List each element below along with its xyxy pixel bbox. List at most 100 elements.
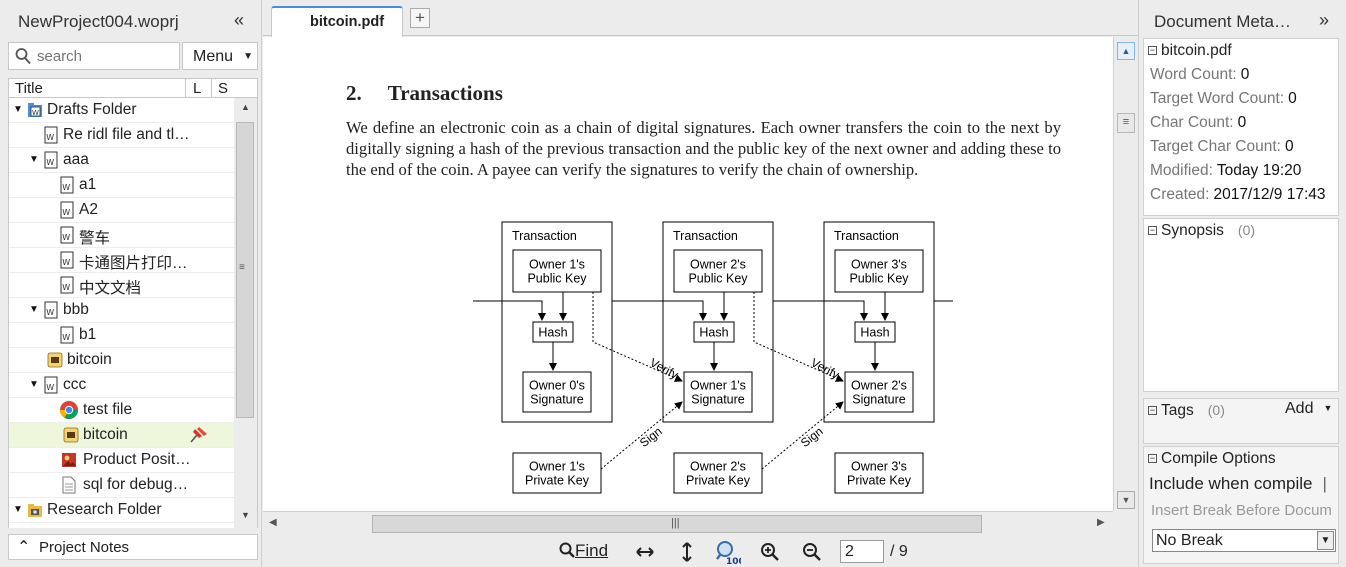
private-key-box-text: Owner 2's xyxy=(690,460,746,474)
tree-row[interactable]: Product Posit… xyxy=(9,448,234,473)
tags-header[interactable]: −Tags(0) xyxy=(1148,402,1225,419)
collapse-section-icon[interactable]: − xyxy=(1148,225,1157,235)
viewer-horizontal-scrollbar[interactable]: ◀ ||| ▶ xyxy=(263,511,1113,537)
verify-label: Verify xyxy=(809,355,842,381)
tree-row-research-folder[interactable]: ▼ Research Folder xyxy=(9,498,234,523)
expand-icon[interactable]: ▼ xyxy=(13,104,23,115)
include-when-compile-checkbox[interactable]: Include when compile| xyxy=(1149,474,1327,493)
pin-icon[interactable] xyxy=(187,425,209,445)
tree-row-label: 中文文档 xyxy=(79,280,142,297)
tree-row[interactable]: W b1 xyxy=(9,323,234,348)
tree-row-selected[interactable]: bitcoin xyxy=(9,423,234,448)
tree-row[interactable]: W 警车 xyxy=(9,223,234,248)
document-icon: W xyxy=(60,326,74,344)
signature-box xyxy=(683,371,753,413)
chrome-icon xyxy=(60,401,78,420)
scroll-up-icon[interactable]: ▲ xyxy=(241,102,250,112)
find-button[interactable]: Find xyxy=(559,541,608,563)
public-key-box xyxy=(834,249,924,293)
search-icon xyxy=(15,48,31,65)
collapse-section-icon[interactable]: − xyxy=(1148,453,1157,463)
add-tab-icon[interactable]: + xyxy=(410,8,430,28)
expand-icon[interactable]: ▼ xyxy=(29,379,39,390)
tree-row[interactable]: sql for debug… xyxy=(9,473,234,498)
image-icon xyxy=(62,453,76,467)
sign-arrow xyxy=(761,401,844,470)
tab-bitcoin-pdf[interactable]: bitcoin.pdf xyxy=(271,6,403,37)
actual-size-icon[interactable]: 100 xyxy=(715,539,741,565)
text-file-icon xyxy=(62,476,76,494)
expand-icon[interactable]: ▼ xyxy=(29,304,39,315)
tree-row[interactable]: test file xyxy=(9,398,234,423)
tree-row-label: Research Folder xyxy=(47,501,162,518)
modified-row: Modified:Today 19:20 xyxy=(1150,162,1302,179)
scroll-thumb[interactable]: ||| xyxy=(372,515,982,533)
hash-box-text: Hash xyxy=(860,326,889,340)
collapse-section-icon[interactable]: − xyxy=(1148,45,1157,55)
synopsis-textarea[interactable] xyxy=(1144,243,1338,391)
file-info-section: −bitcoin.pdf Word Count:0 Target Word Co… xyxy=(1143,38,1339,216)
document-icon: W xyxy=(44,376,58,394)
column-title[interactable]: Title xyxy=(15,80,43,97)
tree-row[interactable]: W Re ridl file and tl… xyxy=(9,123,234,148)
tree-row[interactable]: W 卡通图片打印… xyxy=(9,248,234,273)
scroll-down-icon[interactable]: ▼ xyxy=(241,510,250,520)
fit-height-icon[interactable] xyxy=(677,541,697,563)
page-number-input[interactable]: 2 xyxy=(840,540,884,563)
tree-row[interactable]: bitcoin xyxy=(9,348,234,373)
scroll-up-icon[interactable]: ▲ xyxy=(1117,42,1135,60)
compile-options-header[interactable]: −Compile Options xyxy=(1148,450,1276,467)
public-key-box-text: Owner 2's xyxy=(690,258,746,272)
search-box[interactable] xyxy=(8,42,180,70)
document-icon: W xyxy=(60,201,74,219)
tree-row-label: b1 xyxy=(79,326,97,343)
break-select[interactable]: No Break▼ xyxy=(1152,529,1336,552)
menu-button[interactable]: Menu▼ xyxy=(182,42,258,70)
tree-row-label: bitcoin xyxy=(83,426,128,443)
grip-icon: ||| xyxy=(671,517,680,529)
column-s[interactable]: S xyxy=(211,79,237,97)
scroll-thumb[interactable]: ≡ xyxy=(1117,113,1135,133)
search-input[interactable] xyxy=(37,46,177,66)
transaction-box xyxy=(662,221,774,423)
tree-row-label: Re ridl file and tl… xyxy=(63,126,190,143)
scroll-left-icon[interactable]: ◀ xyxy=(269,517,277,528)
tree-row[interactable]: W A2 xyxy=(9,198,234,223)
tree-row[interactable]: ▼ W aaa xyxy=(9,148,234,173)
private-key-box-text: Private Key xyxy=(847,474,912,488)
document-icon: W xyxy=(44,126,58,144)
fit-width-icon[interactable] xyxy=(635,541,655,563)
scroll-thumb[interactable] xyxy=(236,122,254,418)
tree-row[interactable]: W 中文文档 xyxy=(9,273,234,298)
word-count-row: Word Count:0 xyxy=(1150,66,1250,83)
tree-row[interactable]: W a1 xyxy=(9,173,234,198)
file-info-header[interactable]: −bitcoin.pdf xyxy=(1148,42,1232,60)
scroll-down-icon[interactable]: ▼ xyxy=(1117,491,1135,509)
binder-scrollbar[interactable]: ▲ ≡ ▼ xyxy=(234,98,258,528)
tags-section: −Tags(0) xyxy=(1143,398,1339,444)
tree-row[interactable]: ▼ W bbb xyxy=(9,298,234,323)
public-key-box-text: Public Key xyxy=(688,272,748,286)
tree-row-drafts-folder[interactable]: ▼ W Drafts Folder xyxy=(9,98,234,123)
add-tag-button[interactable]: Add▼ xyxy=(1285,400,1333,417)
arrow-line xyxy=(773,300,868,321)
signature-box-text: Owner 2's xyxy=(851,379,907,393)
document-icon: W xyxy=(44,301,58,319)
collapse-section-icon[interactable]: − xyxy=(1148,405,1157,415)
expand-icon[interactable]: ▼ xyxy=(29,154,39,165)
zoom-in-icon[interactable] xyxy=(760,541,780,563)
viewer-vertical-scrollbar[interactable]: ▲ ≡ ▼ xyxy=(1113,37,1138,511)
zoom-out-icon[interactable] xyxy=(802,541,822,563)
pdf-viewer[interactable]: 2.Transactions We define an electronic c… xyxy=(263,37,1113,511)
project-notes-bar[interactable]: ⌃ Project Notes xyxy=(8,534,258,560)
synopsis-header[interactable]: −Synopsis(0) xyxy=(1148,222,1256,239)
expand-icon[interactable]: ▼ xyxy=(13,504,23,515)
tree-row[interactable]: ▼ W ccc xyxy=(9,373,234,398)
project-title: NewProject004.woprj xyxy=(18,12,179,31)
collapse-left-icon[interactable]: « xyxy=(234,10,245,30)
target-char-count-row: Target Char Count:0 xyxy=(1150,138,1294,155)
collapse-right-icon[interactable]: » xyxy=(1319,10,1330,30)
column-l[interactable]: L xyxy=(185,79,211,97)
pdf-paragraph: We define an electronic coin as a chain … xyxy=(346,118,1061,179)
scroll-right-icon[interactable]: ▶ xyxy=(1097,517,1105,528)
